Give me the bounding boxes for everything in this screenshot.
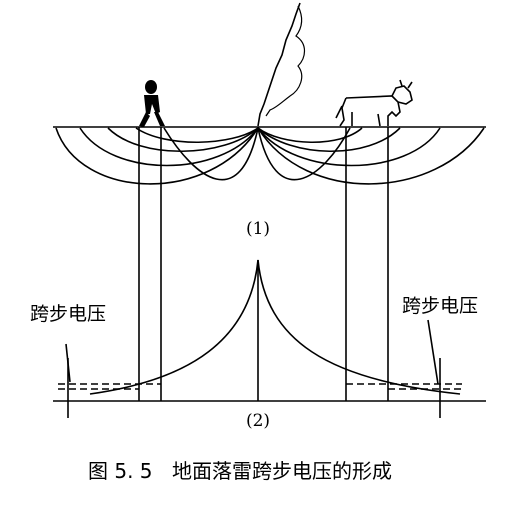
equipotential-lines-right: [257, 127, 485, 185]
projection-lines: [138, 127, 389, 401]
cow-icon: [335, 79, 413, 127]
figure-title: 地面落雷跨步电压的形成: [172, 459, 392, 483]
step-voltage-markers: [65, 319, 441, 418]
curve-2-label: (2): [246, 411, 270, 431]
person-icon: [139, 80, 165, 127]
lightning-bolt: [257, 2, 301, 127]
curve-1-label: (1): [246, 219, 270, 239]
step-voltage-label-left: 跨步电压: [30, 303, 106, 325]
step-voltage-dashes: [58, 383, 462, 390]
voltage-curve: [89, 259, 461, 395]
step-voltage-label-right: 跨步电压: [402, 295, 478, 317]
figure-number: 图 5. 5: [88, 459, 153, 483]
equipotential-lines-left: [55, 127, 259, 185]
lightning-outline: [265, 5, 306, 117]
